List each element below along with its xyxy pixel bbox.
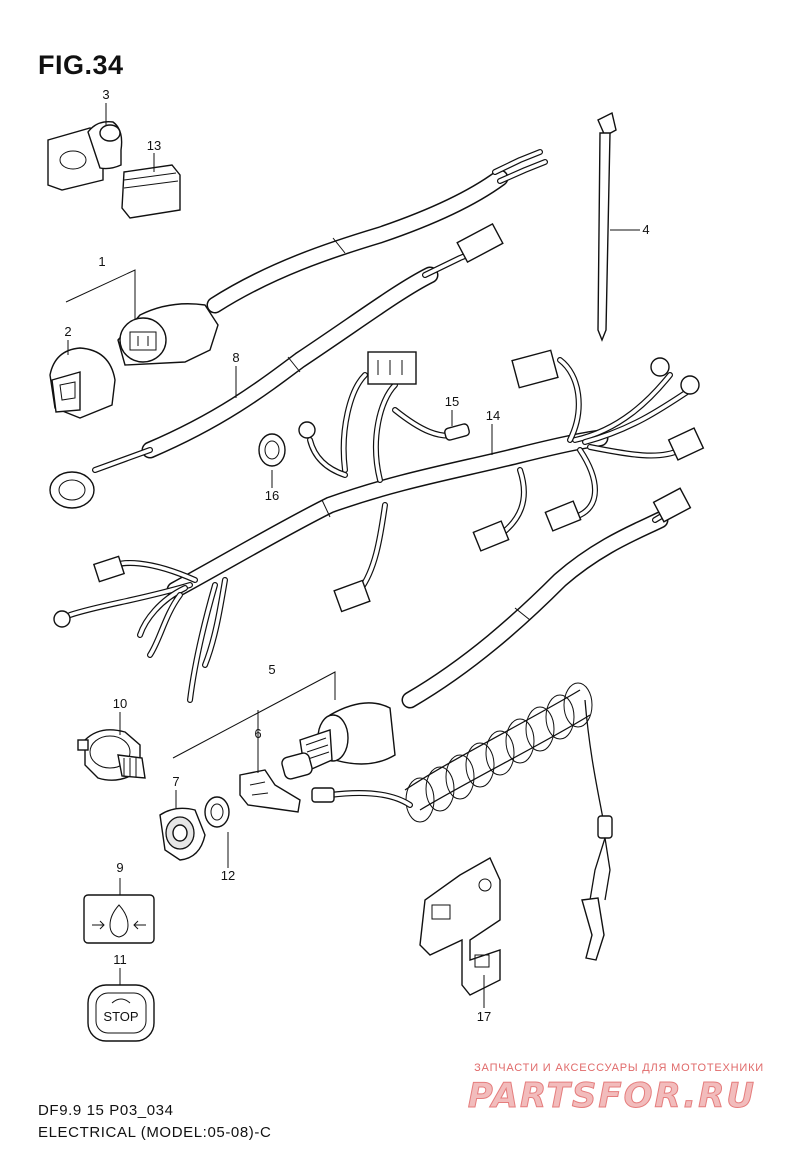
figure-model: ELECTRICAL (MODEL:05-08)-C (38, 1124, 272, 1141)
watermark-logo: PARTSFOR.RU (467, 1076, 756, 1117)
part-number-17: 17 (477, 1009, 491, 1024)
stop-button-label: STOP (103, 1009, 138, 1024)
part-number-13: 13 (147, 138, 161, 153)
part-9-decal (83, 894, 155, 944)
part-15-probe (444, 423, 470, 441)
part-1-cable (206, 149, 548, 314)
part-12-washer (204, 796, 230, 828)
part-4-cable-tie (597, 111, 617, 342)
part-2-boot (49, 347, 116, 419)
part-number-12: 12 (221, 868, 235, 883)
part-14-main-harness (53, 349, 705, 703)
part-11-stop-button (87, 984, 155, 1042)
part-number-2: 2 (64, 324, 71, 339)
part-number-labels: 3 13 1 2 4 8 15 14 16 5 6 10 7 12 9 11 1… (64, 87, 649, 1024)
part-8-connector-end (49, 471, 95, 509)
part-number-3: 3 (102, 87, 109, 102)
part-number-5: 5 (268, 662, 275, 677)
part-number-11: 11 (113, 952, 127, 967)
part-10-pressure-switch (77, 729, 146, 781)
part-number-9: 9 (116, 860, 123, 875)
figure-code: DF9.9 15 P03_034 (38, 1102, 174, 1119)
part-17-bracket (419, 857, 501, 996)
part-6-clip (239, 769, 301, 813)
part-1-switch (117, 303, 219, 366)
leader-lines (65, 103, 640, 1008)
part-5-switch-body (281, 702, 396, 780)
part-number-1: 1 (98, 254, 105, 269)
figure-title: FIG.34 (38, 50, 124, 80)
part-7-nut (159, 807, 206, 861)
watermark-tagline: ЗАПЧАСТИ И АКСЕССУАРЫ ДЛЯ МОТОТЕХНИКИ (474, 1062, 764, 1074)
part-number-8: 8 (232, 350, 239, 365)
part-13-cap (121, 164, 181, 219)
part-number-10: 10 (113, 696, 127, 711)
part-5-cable (401, 487, 692, 709)
part-number-14: 14 (486, 408, 500, 423)
part-number-7: 7 (172, 774, 179, 789)
part-number-4: 4 (642, 222, 649, 237)
part-number-16: 16 (265, 488, 279, 503)
part-8-cable (92, 222, 504, 473)
part-number-6: 6 (254, 726, 261, 741)
part-3-grommet (47, 121, 123, 191)
part-number-15: 15 (445, 394, 459, 409)
part-16-grommet (258, 421, 348, 478)
lanyard-coil (311, 682, 613, 961)
